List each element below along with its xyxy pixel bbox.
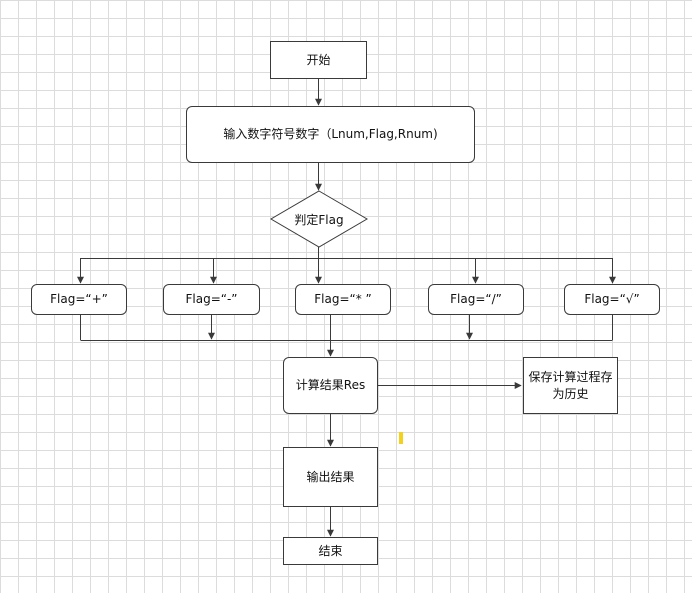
flag-plus-node: Flag=“+” [31, 284, 127, 315]
end-label: 结束 [318, 543, 343, 558]
flag-sqrt-node: Flag=“√” [564, 284, 660, 315]
flag-divide-node: Flag=“/” [428, 284, 524, 315]
flag-multiply-label: Flag=“* ” [314, 292, 372, 306]
output-node: 输出结果 [283, 447, 378, 507]
output-label: 输出结果 [306, 469, 355, 484]
decision-label: 判定Flag [294, 212, 344, 227]
flag-divide-label: Flag=“/” [450, 292, 502, 306]
flag-minus-label: Flag=“-” [185, 292, 238, 306]
compute-node: 计算结果Res [283, 357, 378, 414]
input-node: 输入数字符号数字（Lnum,Flag,Rnum) [186, 106, 475, 163]
start-node: 开始 [270, 41, 367, 79]
save-history-node: 保存计算过程存为历史 [523, 357, 618, 414]
decision-diamond [270, 190, 368, 248]
flag-plus-label: Flag=“+” [50, 292, 108, 306]
save-history-label: 保存计算过程存为历史 [528, 369, 613, 401]
end-node: 结束 [283, 537, 378, 565]
compute-label: 计算结果Res [295, 378, 366, 392]
start-label: 开始 [306, 52, 331, 67]
text-cursor-marker [399, 432, 403, 444]
decision-node: 判定Flag [271, 193, 367, 245]
flag-multiply-node: Flag=“* ” [295, 284, 391, 315]
input-label: 输入数字符号数字（Lnum,Flag,Rnum) [223, 127, 438, 141]
flag-minus-node: Flag=“-” [163, 284, 260, 315]
flag-sqrt-label: Flag=“√” [584, 292, 640, 306]
